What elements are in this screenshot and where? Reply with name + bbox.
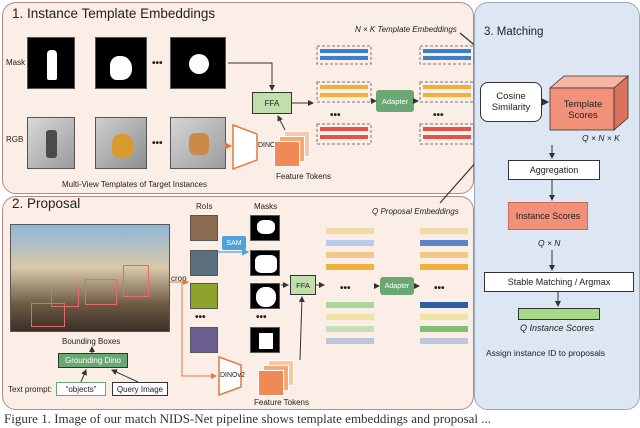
mask-thumb-4 (250, 327, 280, 353)
bbox-overlay (31, 303, 65, 327)
rgb-dots: ••• (152, 138, 163, 149)
grounding-dino-box: Grounding Dino (58, 353, 128, 368)
mask-thumb-1 (250, 215, 280, 241)
template-mask-3 (170, 37, 226, 89)
templates-caption: Multi-View Templates of Target Instances (62, 180, 207, 189)
query-scene-image (10, 224, 170, 332)
feature-token-card (274, 141, 300, 167)
adapter-box-1: Adapter (376, 90, 414, 112)
feature-tokens-label-1: Feature Tokens (276, 172, 331, 181)
roi-thumb-3 (190, 283, 218, 309)
text-prompt-field: “objects” (56, 382, 106, 396)
sam-box: SAM (222, 236, 246, 250)
template-scores-cube (548, 75, 630, 131)
bbox-overlay (123, 265, 149, 297)
rois-label: RoIs (196, 202, 213, 211)
q-instance-scores-label: Q Instance Scores (520, 323, 595, 333)
section2-title: 2. Proposal (12, 196, 81, 211)
proposal-embeddings-label: Q Proposal Embeddings (372, 207, 459, 216)
proposal-dots-pre: ••• (340, 283, 351, 294)
proposal-dots-post: ••• (434, 283, 445, 294)
mask-thumb-2 (250, 250, 280, 276)
crop-label: crop (171, 274, 187, 283)
section3-title: 3. Matching (484, 26, 544, 38)
text-prompt-label: Text prompt: (8, 385, 53, 394)
bbox-overlay (85, 279, 117, 305)
qn-label: Q × N (538, 238, 561, 248)
masks-label: Masks (254, 202, 278, 211)
row-label-rgb: RGB (6, 135, 24, 144)
row-label-mask: Mask (6, 58, 26, 67)
figure-caption: Figure 1. Image of our match NIDS-Net pi… (4, 411, 492, 426)
cosine-similarity-box: Cosine Similarity (480, 82, 542, 122)
section1-title: 1. Instance Template Embeddings (12, 6, 216, 21)
roi-dots: ••• (195, 312, 206, 323)
template-mask-1 (27, 37, 75, 89)
template-mask-2 (95, 37, 147, 89)
ffa-box-2: FFA (290, 275, 316, 295)
aggregation-box: Aggregation (508, 160, 600, 180)
proposal-embeddings-post (420, 228, 468, 344)
bounding-boxes-label: Bounding Boxes (62, 337, 121, 346)
dinov2-encoder-1 (232, 124, 258, 170)
stable-matching-box: Stable Matching / Argmax (484, 272, 634, 292)
adapter-box-2: Adapter (380, 277, 414, 295)
embeddings-dots-pre: ••• (330, 110, 341, 121)
feature-token-card (258, 370, 284, 396)
embeddings-dots-post: ••• (433, 110, 444, 121)
template-rgb-3 (170, 117, 226, 169)
instance-scores-box: Instance Scores (508, 202, 588, 230)
dinov2-label-2: DINOv2 (220, 372, 245, 379)
roi-thumb-1 (190, 215, 218, 241)
ffa-box-1: FFA (252, 92, 292, 114)
template-embeddings-stacks-post (419, 45, 475, 145)
result-bar (518, 308, 600, 320)
template-rgb-2 (95, 117, 147, 169)
template-embeddings-label: N × K Template Embeddings (355, 25, 457, 34)
template-rgb-1 (27, 117, 75, 169)
roi-thumb-4 (190, 327, 218, 353)
bbox-overlay (51, 285, 79, 307)
template-scores-label: Template Scores (563, 98, 603, 121)
dinov2-encoder-2 (218, 356, 242, 396)
template-embeddings-stacks-pre (316, 45, 372, 145)
feature-tokens-label-2: Feature Tokens (254, 398, 309, 407)
roi-thumb-2 (190, 250, 218, 276)
mask-dots-2: ••• (256, 312, 267, 323)
proposal-embeddings-pre (326, 228, 374, 344)
mask-dots: ••• (152, 58, 163, 69)
query-image-field: Query Image (112, 382, 168, 396)
dinov2-label-1: DINOv2 (258, 142, 283, 149)
qnk-label: Q × N × K (582, 133, 620, 143)
assign-label: Assign instance ID to proposals (486, 348, 606, 358)
mask-thumb-3 (250, 283, 280, 309)
